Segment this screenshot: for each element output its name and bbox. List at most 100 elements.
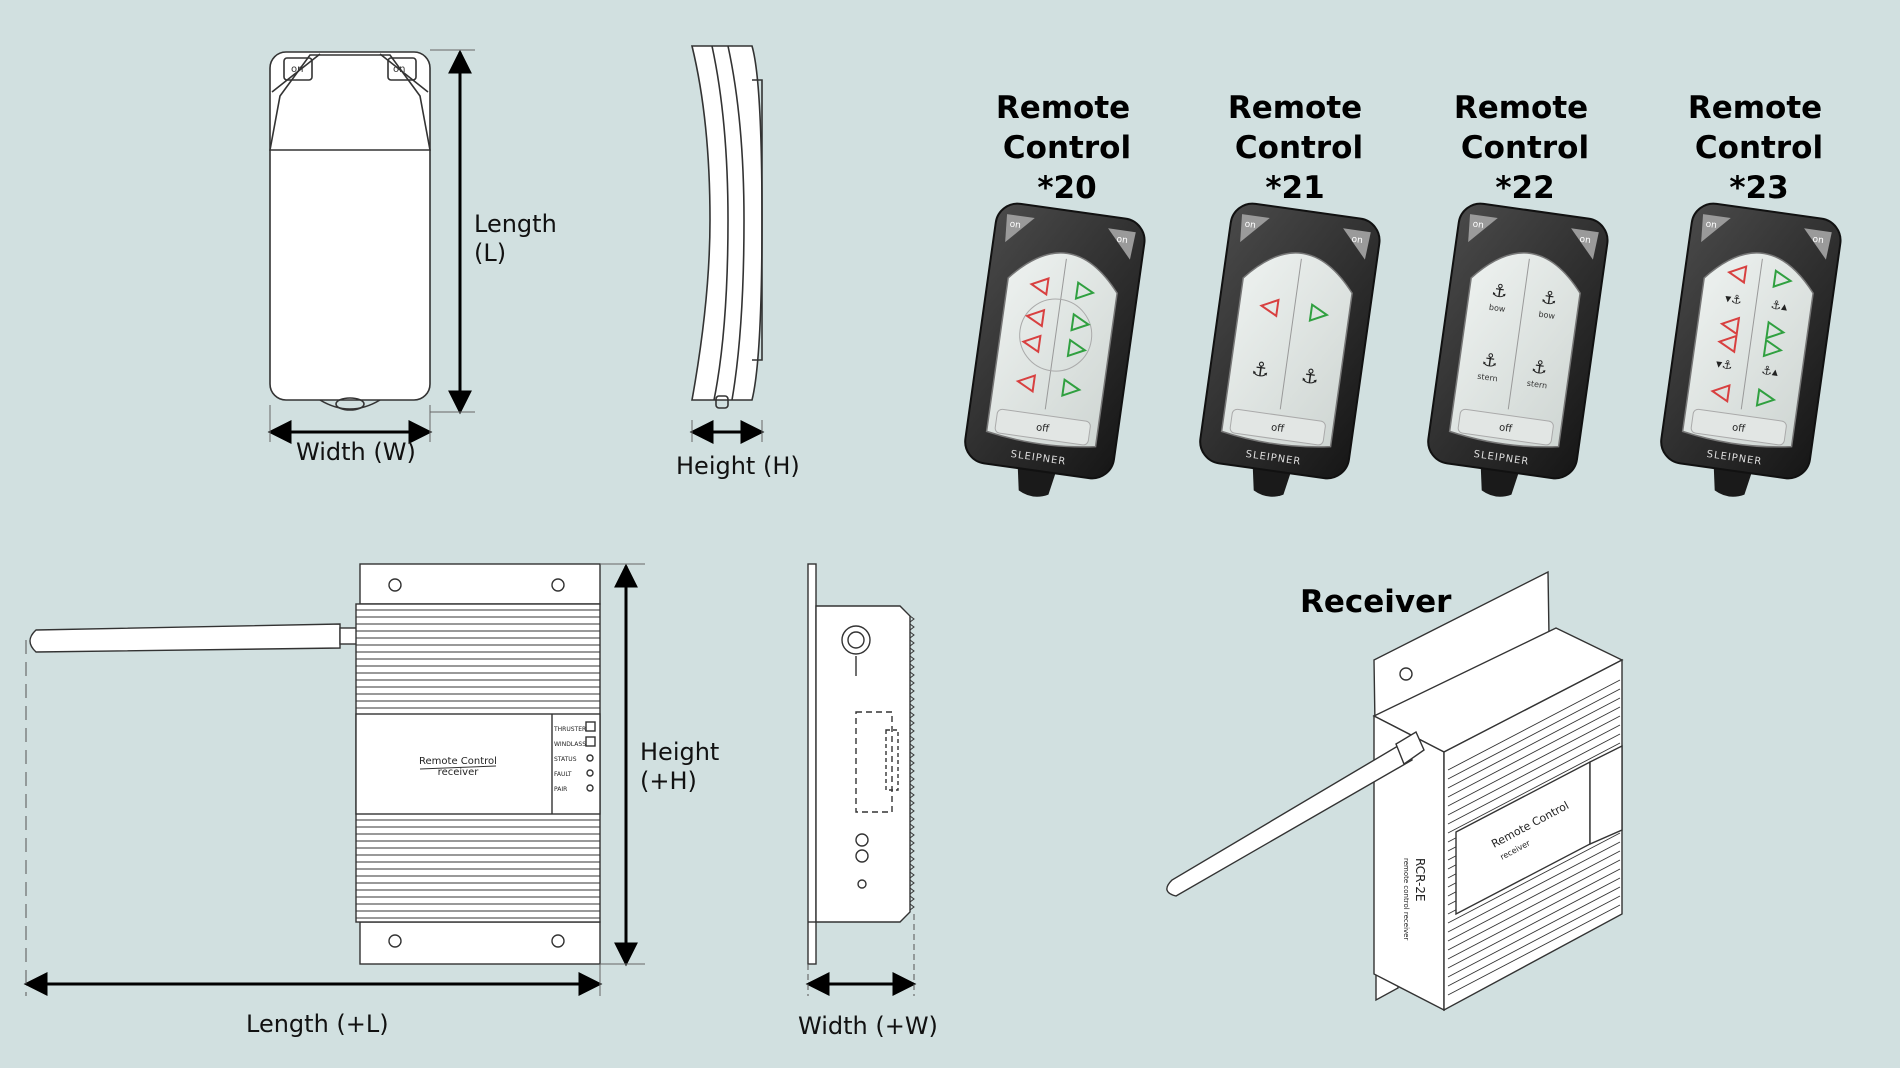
remote-title-21-line2: Control [1234, 130, 1364, 166]
arrow-right-icon [1755, 387, 1777, 407]
arrow-left-icon [1259, 298, 1280, 318]
receiver-height-label-1: Height [640, 738, 720, 766]
remote-width-label: Width (W) [296, 438, 416, 466]
off-label: off [1731, 422, 1747, 435]
remote-title-20-line1: Remote [995, 90, 1131, 126]
on-button-right [1804, 228, 1832, 260]
off-button [1229, 408, 1326, 446]
remote-face [1448, 252, 1581, 448]
arrow-right-icon [1070, 312, 1091, 332]
receiver-title: Receiver [1300, 584, 1452, 620]
off-button [1457, 408, 1554, 446]
on-label-right: on [1812, 235, 1825, 246]
anchor-icon: ⚓ [1490, 280, 1509, 302]
anchor-label: stern [1477, 372, 1499, 384]
arrow-right-icon [1765, 320, 1786, 340]
arrow-left-icon [1710, 383, 1731, 404]
on-button-left [1701, 214, 1731, 243]
indicator-label: WINDLASS [554, 741, 586, 748]
remote-title-22-line3: *22 [1495, 170, 1555, 206]
indicator-label: STATUS [554, 756, 577, 763]
anchor-down-icon: ▾⚓ [1724, 291, 1743, 307]
receiver-panel-title-2: receiver [438, 767, 480, 778]
remote-title-21: Remote Control *21 [1200, 88, 1390, 208]
anchor-icon: ⚓ [1481, 349, 1500, 371]
arrow-left-icon [1029, 277, 1050, 297]
remote-length-label-2: (L) [474, 239, 507, 267]
on-label-left: on [1244, 220, 1257, 231]
remote-side-drawing [690, 45, 763, 409]
remote-title-20: Remote Control *20 [968, 88, 1158, 208]
indicator-button [585, 736, 596, 747]
remote-title-20-line2: Control [1002, 130, 1132, 166]
remote-front-drawing: on on [269, 51, 431, 411]
anchor-down-icon: ⚓ [1250, 358, 1271, 382]
on-button-left [1240, 214, 1270, 243]
off-label: off [1498, 422, 1514, 435]
arrow-left-icon [1015, 374, 1037, 394]
indicator-led [586, 769, 594, 777]
arrow-left-icon [1024, 308, 1046, 328]
iso-side-label-1: RCR-2E [1413, 858, 1427, 902]
on-label-right: on [1116, 235, 1129, 246]
anchor-icon: ⚓ [1540, 287, 1559, 309]
arrow-right-icon [1074, 280, 1096, 300]
remote-title-21-line1: Remote [1227, 90, 1363, 126]
receiver-length-label: Length (+L) [246, 1010, 389, 1038]
remote-length-label: Length (L) [474, 210, 557, 268]
remote-face [1681, 252, 1814, 448]
arrow-left-icon [1021, 334, 1042, 354]
indicator-led [586, 784, 594, 792]
on-label-left: on [1009, 220, 1022, 231]
anchor-label: bow [1538, 310, 1556, 321]
off-label: off [1270, 422, 1286, 435]
arrow-right-icon [1308, 302, 1330, 323]
off-button [1690, 408, 1787, 446]
remote-title-23-line3: *23 [1729, 170, 1789, 206]
remote-length-label-1: Length [474, 210, 557, 238]
on-button-left [1005, 214, 1035, 243]
receiver-width-label: Width (+W) [798, 1012, 938, 1040]
arrow-right-icon [1061, 377, 1082, 398]
indicator-label: THRUSTER [553, 726, 586, 733]
on-label-left: on [1472, 220, 1485, 231]
remote-title-22: Remote Control *22 [1426, 88, 1616, 208]
on-label-right: on [1579, 235, 1592, 246]
indicator-led [586, 754, 594, 762]
anchor-icon: ⚓ [1530, 356, 1549, 378]
on-button-right [1571, 228, 1599, 260]
on-label-right: on [1351, 235, 1364, 246]
remote-title-20-line3: *20 [1037, 170, 1097, 206]
anchor-up-icon: ⚓▴ [1761, 363, 1780, 379]
on-label-left: on [1705, 220, 1718, 231]
on-button-left [1468, 214, 1498, 243]
arrow-right-icon [1762, 338, 1784, 358]
remote-drawing-on-left: on [291, 64, 303, 75]
indicator-label: PAIR [554, 786, 567, 793]
remote-title-23-line1: Remote [1687, 90, 1823, 126]
arrow-left-icon [1719, 316, 1741, 336]
on-button-right [1108, 228, 1136, 260]
indicator-button [585, 721, 596, 732]
anchor-up-icon: ⚓▴ [1770, 297, 1789, 313]
receiver-height-label-2: (+H) [640, 767, 697, 795]
iso-side-label-2: remote control receiver [1402, 858, 1410, 940]
anchor-up-icon: ⚓ [1300, 365, 1321, 389]
arrow-right-icon [1772, 269, 1793, 289]
arrow-left-icon [1726, 265, 1748, 285]
receiver-height-label: Height (+H) [640, 738, 719, 796]
remote-title-22-line2: Control [1460, 130, 1590, 166]
remote-title-22-line1: Remote [1453, 90, 1589, 126]
receiver-panel-title-1: Remote Control [419, 756, 497, 767]
remote-title-23: Remote Control *23 [1660, 88, 1850, 208]
anchor-label: stern [1526, 379, 1548, 391]
receiver-front-drawing: Remote Control receiver THRUSTER WINDLASS… [29, 563, 601, 965]
anchor-down-icon: ▾⚓ [1715, 356, 1734, 372]
remote-title-21-line3: *21 [1265, 170, 1325, 206]
receiver-side-drawing [807, 563, 915, 965]
